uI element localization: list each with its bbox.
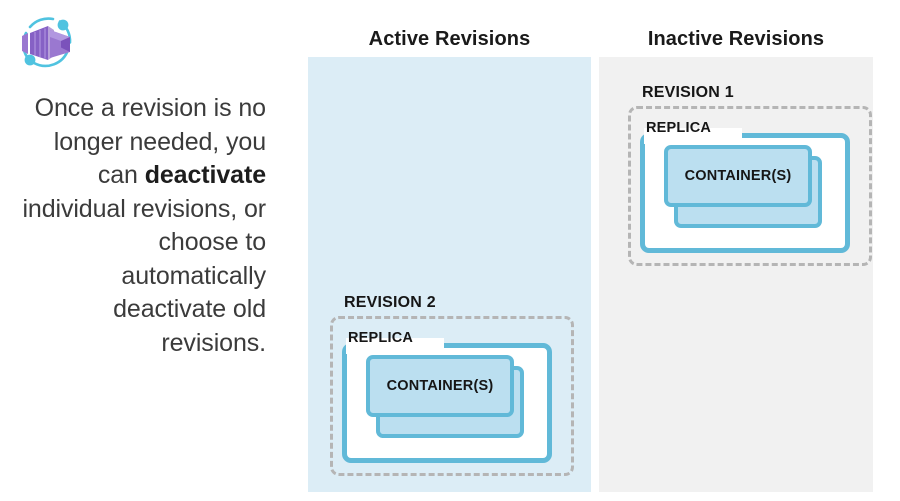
revision-2-container-box-front: CONTAINER(S) — [366, 355, 514, 417]
revision-2-label: REVISION 2 — [344, 294, 436, 311]
description-part-after: individual revisions, or choose to autom… — [22, 194, 266, 357]
description-part-before: Once a revision is no longer needed, you… — [34, 94, 266, 189]
revision-1-container-label: CONTAINER(S) — [684, 168, 792, 184]
active-revisions-heading: Active Revisions — [368, 28, 531, 50]
revision-2-dashed-boundary — [330, 316, 574, 476]
revision-2-replica-label: REPLICA — [348, 330, 414, 346]
description-emphasis: deactivate — [144, 161, 266, 189]
revision-group-2: REVISION 2 REPLICA CONTAINER(S) — [330, 294, 574, 476]
revision-2-container-label: CONTAINER(S) — [386, 378, 494, 394]
description-text: Once a revision is no longer needed, you… — [8, 92, 266, 360]
inactive-revisions-heading: Inactive Revisions — [647, 28, 825, 50]
azure-container-apps-icon — [14, 13, 80, 73]
revision-1-label: REVISION 1 — [642, 84, 734, 101]
revision-group-1: REVISION 1 REPLICA CONTAINER(S) — [628, 84, 872, 266]
revision-1-replica-label-backdrop — [644, 128, 742, 144]
intro-column: Once a revision is no longer needed, you… — [0, 0, 292, 501]
revision-1-dashed-boundary — [628, 106, 872, 266]
revision-1-container-box-front: CONTAINER(S) — [664, 145, 812, 207]
revision-1-replica-label: REPLICA — [646, 120, 712, 136]
revision-2-replica-label-backdrop — [346, 338, 444, 354]
